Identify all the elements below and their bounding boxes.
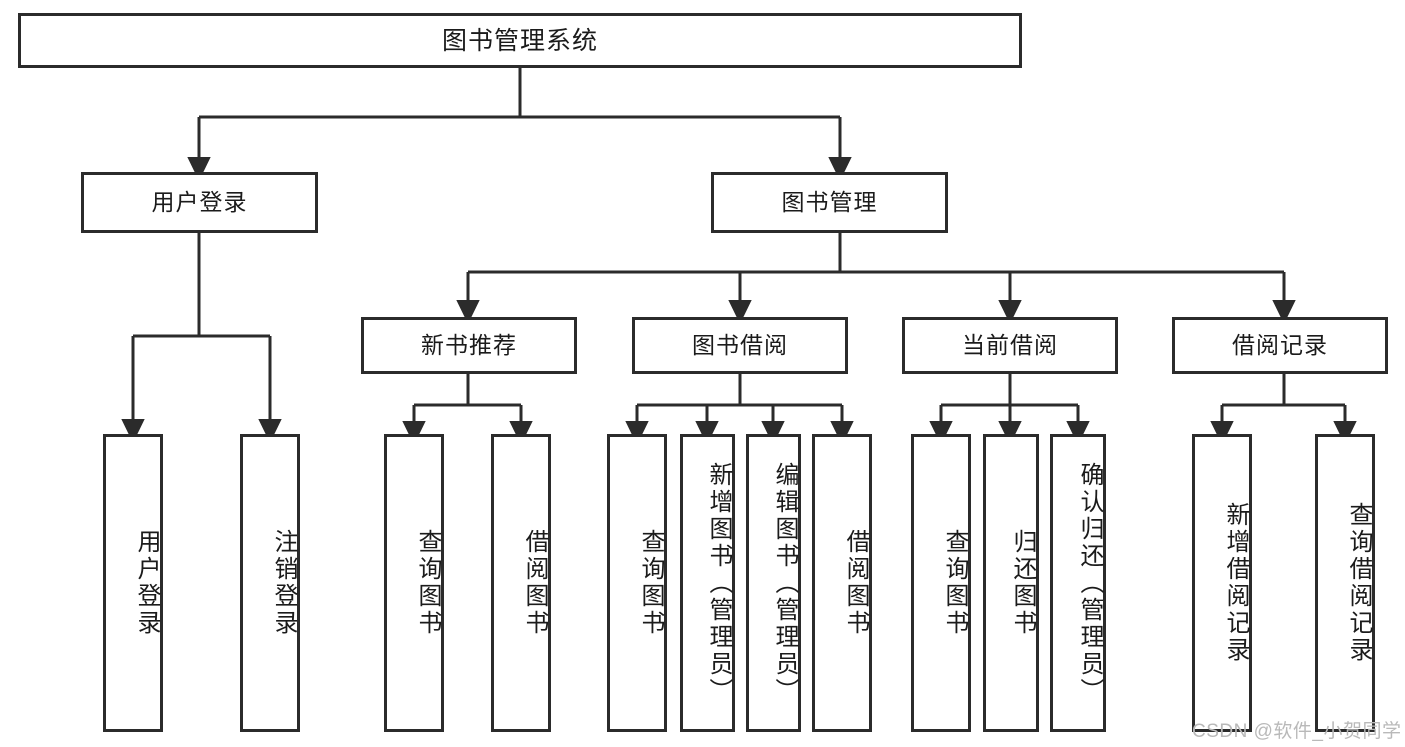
node-label: 查询图书 bbox=[414, 529, 441, 637]
node-label: 归还图书 bbox=[1009, 529, 1036, 637]
leaf-borrow-record-add[interactable]: 新增借阅记录 bbox=[1192, 434, 1252, 732]
leaf-book-borrow-add[interactable]: 新增图书（管理员） bbox=[680, 434, 735, 732]
node-label: 借阅记录 bbox=[1232, 331, 1328, 358]
node-label: 用户登录 bbox=[133, 529, 160, 637]
leaf-user-login-logout[interactable]: 注销登录 bbox=[240, 434, 300, 732]
node-book-borrow[interactable]: 图书借阅 bbox=[632, 317, 848, 374]
node-label: 新增借阅记录 bbox=[1222, 502, 1249, 664]
node-label: 借阅图书 bbox=[521, 529, 548, 637]
node-label: 图书管理 bbox=[781, 188, 878, 215]
node-label: 新增图书（管理员） bbox=[705, 461, 732, 705]
node-book-management[interactable]: 图书管理 bbox=[711, 172, 948, 233]
leaf-borrow-record-query[interactable]: 查询借阅记录 bbox=[1315, 434, 1375, 732]
node-label: 图书管理系统 bbox=[441, 26, 598, 55]
node-label: 确认归还（管理员） bbox=[1076, 461, 1103, 705]
node-new-book-recommend[interactable]: 新书推荐 bbox=[361, 317, 577, 374]
watermark-text: CSDN @软件_小贺同学 bbox=[1192, 721, 1402, 742]
node-label: 用户登录 bbox=[151, 188, 248, 215]
node-label: 图书借阅 bbox=[692, 331, 788, 358]
node-label: 查询借阅记录 bbox=[1345, 502, 1372, 664]
node-borrow-record[interactable]: 借阅记录 bbox=[1172, 317, 1388, 374]
node-label: 借阅图书 bbox=[842, 529, 869, 637]
node-root-system[interactable]: 图书管理系统 bbox=[18, 13, 1022, 68]
node-label: 编辑图书（管理员） bbox=[771, 461, 798, 705]
leaf-current-borrow-query[interactable]: 查询图书 bbox=[911, 434, 971, 732]
leaf-current-borrow-confirm-return[interactable]: 确认归还（管理员） bbox=[1050, 434, 1106, 732]
node-label: 新书推荐 bbox=[421, 331, 517, 358]
leaf-book-borrow-query[interactable]: 查询图书 bbox=[607, 434, 667, 732]
leaf-current-borrow-return[interactable]: 归还图书 bbox=[983, 434, 1039, 732]
leaf-new-book-borrow[interactable]: 借阅图书 bbox=[491, 434, 551, 732]
node-label: 当前借阅 bbox=[962, 331, 1058, 358]
leaf-book-borrow-borrow[interactable]: 借阅图书 bbox=[812, 434, 872, 732]
leaf-new-book-query[interactable]: 查询图书 bbox=[384, 434, 444, 732]
node-user-login[interactable]: 用户登录 bbox=[81, 172, 318, 233]
leaf-user-login-login[interactable]: 用户登录 bbox=[103, 434, 163, 732]
node-label: 注销登录 bbox=[270, 529, 297, 637]
leaf-book-borrow-edit[interactable]: 编辑图书（管理员） bbox=[746, 434, 801, 732]
node-label: 查询图书 bbox=[637, 529, 664, 637]
node-current-borrow[interactable]: 当前借阅 bbox=[902, 317, 1118, 374]
node-label: 查询图书 bbox=[941, 529, 968, 637]
